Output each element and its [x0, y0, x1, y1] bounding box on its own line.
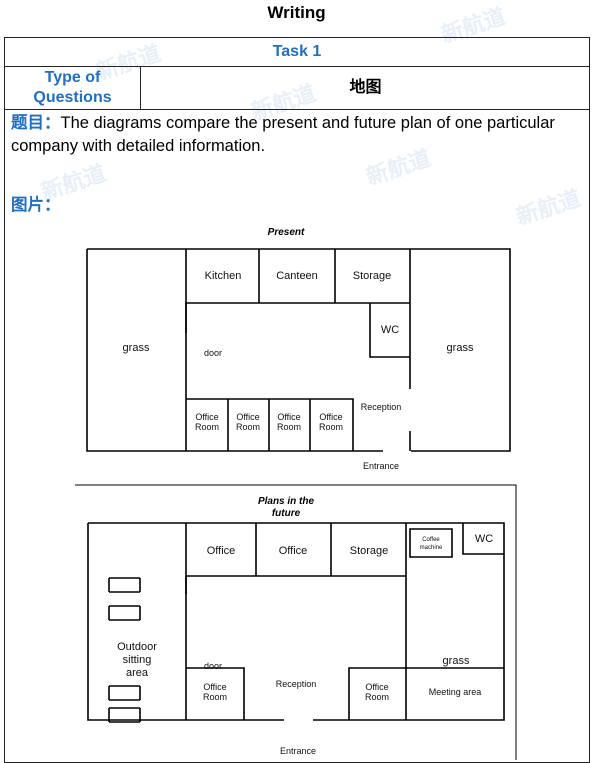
- future-grass-label: grass: [443, 655, 470, 667]
- future-office-room-right-sub: Room: [365, 692, 389, 702]
- present-office-3-label: Office: [277, 412, 300, 422]
- question-label: 题目：: [11, 114, 61, 132]
- type-value: 地图: [349, 79, 382, 96]
- type-row: Type of Questions 地图: [5, 66, 589, 110]
- future-title-line1: Plans in the: [258, 496, 315, 507]
- present-canteen-label: Canteen: [276, 270, 318, 282]
- future-title-line2: future: [272, 508, 301, 519]
- present-office-1-sub: Room: [195, 422, 219, 432]
- type-label: Type of Questions: [5, 66, 141, 109]
- future-office-1-label: Office: [207, 545, 236, 557]
- present-grass-right-label: grass: [447, 342, 474, 354]
- present-reception-label: Reception: [361, 402, 402, 412]
- question-block: 题目：The diagrams compare the present and …: [11, 112, 585, 158]
- document-title: Writing: [267, 3, 326, 22]
- bench-icon: [108, 707, 141, 723]
- future-outdoor-label: Outdoor: [117, 641, 157, 653]
- future-coffee-label: Coffee: [422, 537, 440, 543]
- present-office-4-label: Office: [319, 412, 342, 422]
- picture-label: 图片：: [11, 196, 61, 214]
- future-door-label: door: [204, 661, 222, 671]
- future-entrance-label: Entrance: [280, 746, 316, 756]
- future-reception-label: Reception: [276, 679, 317, 689]
- present-wc-label: WC: [381, 324, 399, 336]
- task-heading: Task 1: [5, 38, 589, 67]
- future-outdoor-sub2: area: [126, 667, 149, 679]
- present-kitchen-label: Kitchen: [205, 270, 242, 282]
- present-storage-label: Storage: [353, 270, 392, 282]
- present-door-label: door: [204, 348, 222, 358]
- future-map: Plans in the future Office Office Storag…: [75, 484, 517, 760]
- future-office-room-left-sub: Room: [203, 692, 227, 702]
- present-title: Present: [268, 227, 305, 238]
- present-entrance-label: Entrance: [363, 461, 399, 471]
- future-coffee-sub: machine: [420, 545, 443, 551]
- bench-icon: [108, 685, 141, 701]
- future-office-room-left-label: Office: [203, 682, 226, 692]
- present-map: Present Kitchen Canteen Storage WC grass…: [86, 227, 511, 471]
- future-wc-label: WC: [475, 533, 493, 545]
- present-office-4-sub: Room: [319, 422, 343, 432]
- present-office-3-sub: Room: [277, 422, 301, 432]
- task-table: Task 1 Type of Questions 地图 题目：The diagr…: [4, 37, 590, 763]
- future-meeting-label: Meeting area: [429, 687, 482, 697]
- present-office-2-sub: Room: [236, 422, 260, 432]
- present-office-1-label: Office: [195, 412, 218, 422]
- bench-icon: [108, 605, 141, 621]
- future-outdoor-sub1: sitting: [123, 654, 152, 666]
- question-text: The diagrams compare the present and fut…: [11, 114, 555, 155]
- future-office-2-label: Office: [279, 545, 308, 557]
- present-office-2-label: Office: [236, 412, 259, 422]
- bench-icon: [108, 577, 141, 593]
- future-storage-label: Storage: [350, 545, 389, 557]
- present-grass-left-label: grass: [123, 342, 150, 354]
- future-office-room-right-label: Office: [365, 682, 388, 692]
